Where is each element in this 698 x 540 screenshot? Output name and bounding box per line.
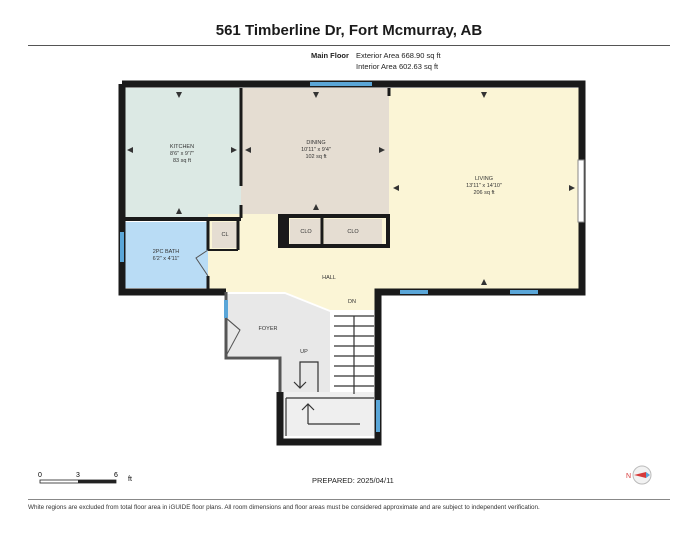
clo1-floor: [290, 219, 322, 244]
interior-walls: [122, 88, 391, 292]
stair-direction-arrows: [293, 361, 360, 425]
scale-bar: 0 3 6 ft: [38, 472, 132, 484]
north-arrow-icon: N: [626, 465, 652, 485]
cl-label: CL: [221, 232, 228, 238]
windows: [120, 82, 538, 432]
dining-label: DINING: [306, 140, 325, 146]
dining-area: 102 sq ft: [305, 154, 327, 160]
kitchen-area: 83 sq ft: [173, 158, 192, 164]
dining-dimensions: 10'11" x 9'4": [301, 147, 331, 153]
kitchen-floor: [123, 88, 241, 218]
scale-label-0: 0: [38, 472, 42, 479]
living-dimensions: 13'11" x 14'10": [466, 183, 502, 189]
bath-floor: [123, 222, 208, 288]
living-floor: [389, 88, 579, 289]
scale-label-3: 3: [76, 472, 80, 479]
living-area: 206 sq ft: [473, 190, 495, 196]
foyer-wall: [224, 292, 282, 392]
clo2-floor: [324, 219, 382, 244]
bath-label: 2PC BATH: [153, 249, 180, 255]
clo1-label: CLO: [300, 229, 312, 235]
interior-area: Interior Area 602.63 sq ft: [356, 62, 439, 71]
dining-floor: [241, 88, 389, 214]
prepared-date: PREPARED: 2025/04/11: [312, 476, 394, 485]
foyer-floor: [226, 294, 330, 392]
up-label: UP: [300, 349, 308, 355]
plan-title: 561 Timberline Dr, Fort Mcmurray, AB: [215, 22, 483, 39]
living-label: LIVING: [475, 176, 493, 182]
title-divider: [28, 45, 670, 46]
door-swings: [195, 249, 241, 357]
dn-label: DN: [348, 299, 356, 305]
dimension-arrows: [127, 92, 575, 285]
bath-dimensions: 6'2" x 4'11": [153, 256, 180, 262]
stairs-landing-floor: [283, 392, 377, 436]
foyer-label: FOYER: [259, 326, 278, 332]
disclaimer-text: White regions are excluded from total fl…: [28, 504, 540, 511]
floor-name: Main Floor: [311, 51, 349, 60]
clo2-label: CLO: [347, 229, 359, 235]
scale-unit: ft: [128, 476, 132, 483]
stair-treads: [285, 315, 374, 436]
cl-floor: [212, 222, 238, 248]
scale-label-6: 6: [114, 472, 118, 479]
kitchen-dimensions: 8'6" x 9'7": [170, 151, 194, 157]
living-side-window: [577, 159, 585, 223]
svg-text:N: N: [626, 473, 631, 480]
hall-label: HALL: [322, 275, 336, 281]
exterior-walls: [118, 80, 586, 446]
exterior-area: Exterior Area 668.90 sq ft: [356, 51, 441, 60]
kitchen-label: KITCHEN: [170, 144, 194, 150]
footer-divider: [28, 499, 670, 500]
